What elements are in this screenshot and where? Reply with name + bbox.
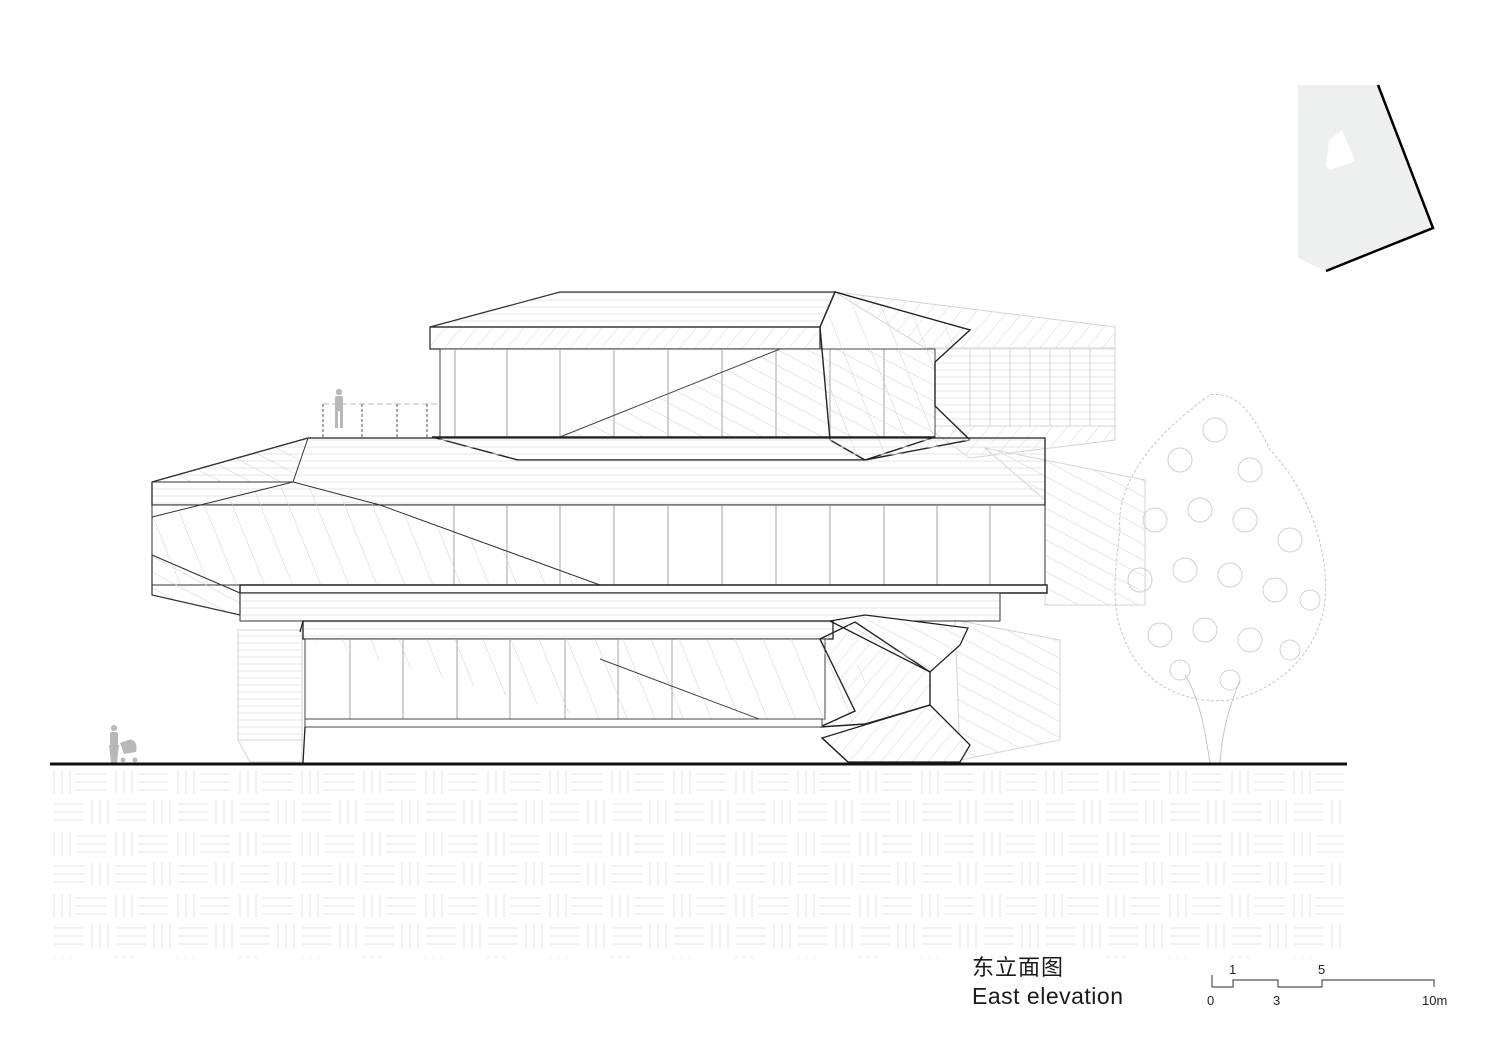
tree-entourage bbox=[1114, 394, 1327, 764]
scale-label-5: 5 bbox=[1318, 962, 1326, 977]
lower-volume bbox=[299, 614, 971, 764]
ground-paving-hatch bbox=[52, 766, 1344, 959]
key-plan-building-highlight bbox=[1326, 130, 1355, 170]
scale-label-10m: 10m bbox=[1422, 993, 1448, 1008]
scale-label-3: 3 bbox=[1273, 993, 1281, 1008]
drawing-title-chinese: 东立面图 bbox=[972, 956, 1065, 981]
middle-volume bbox=[151, 437, 1048, 622]
scale-label-0: 0 bbox=[1207, 993, 1215, 1008]
scale-bar bbox=[1211, 975, 1435, 988]
person-on-terrace bbox=[335, 388, 343, 428]
drawing-title-english: East elevation bbox=[972, 983, 1124, 1009]
upper-volume bbox=[429, 291, 972, 461]
person-with-stroller bbox=[109, 725, 138, 763]
key-plan bbox=[1298, 84, 1435, 273]
scale-label-1: 1 bbox=[1229, 962, 1237, 977]
